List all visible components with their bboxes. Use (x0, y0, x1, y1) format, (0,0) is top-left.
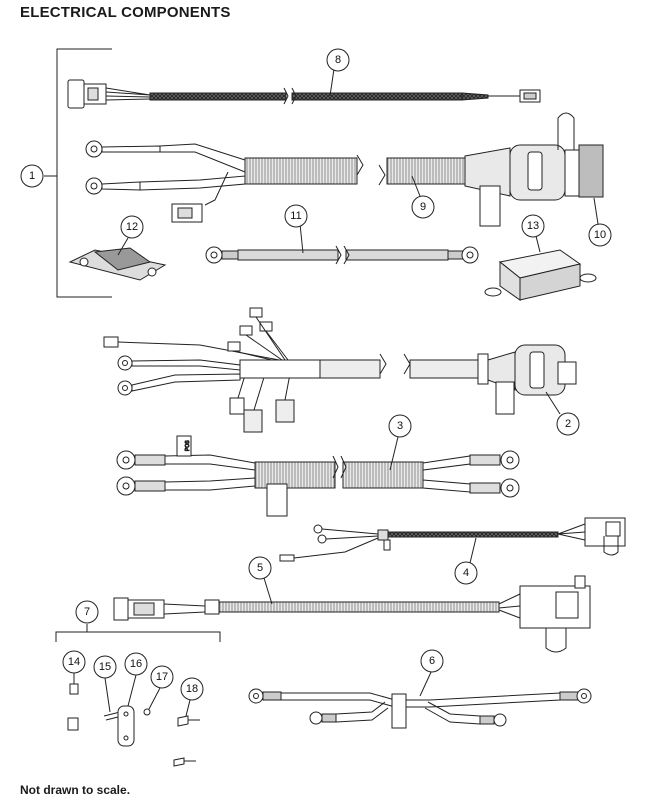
callout-9: 9 (411, 195, 435, 219)
harness-3: POS (116, 435, 520, 517)
harness-2 (103, 307, 577, 433)
footer-note: Not drawn to scale. (20, 783, 131, 797)
svg-text:7: 7 (84, 606, 90, 618)
page-title: ELECTRICAL COMPONENTS (20, 4, 231, 21)
svg-text:11: 11 (290, 210, 301, 222)
callout-11: 11 (284, 204, 308, 228)
svg-text:1: 1 (29, 170, 35, 182)
callout-leaders-small (73, 673, 191, 717)
svg-text:3: 3 (397, 420, 403, 432)
cable-11 (205, 245, 479, 265)
callout-16: 16 (124, 652, 148, 676)
relay-13 (484, 249, 597, 301)
svg-text:18: 18 (186, 683, 198, 695)
callout-13: 13 (521, 214, 545, 238)
svg-text:5: 5 (257, 562, 263, 574)
callout-5: 5 (248, 556, 272, 580)
svg-text:17: 17 (156, 671, 168, 683)
svg-text:6: 6 (429, 655, 435, 667)
svg-text:4: 4 (463, 567, 469, 579)
callout-18: 18 (180, 677, 204, 701)
cable-6 (248, 688, 592, 729)
svg-text:16: 16 (130, 658, 142, 670)
svg-text:14: 14 (68, 656, 80, 668)
harness-5 (113, 575, 591, 653)
callout-3: 3 (388, 414, 412, 438)
callout-17: 17 (150, 665, 174, 689)
callout-6: 6 (420, 649, 444, 673)
svg-text:9: 9 (420, 201, 426, 213)
svg-text:2: 2 (565, 418, 571, 430)
svg-text:13: 13 (527, 220, 539, 232)
callout-15: 15 (93, 655, 117, 679)
group-bracket-1 (44, 48, 112, 298)
callout-1: 1 (20, 164, 44, 188)
callout-12: 12 (120, 215, 144, 239)
svg-text:8: 8 (335, 54, 341, 66)
pos-tag-label: POS (185, 440, 191, 451)
svg-text:12: 12 (126, 221, 138, 233)
callout-2: 2 (556, 412, 580, 436)
callout-14: 14 (62, 650, 86, 674)
leader-lines (117, 68, 599, 697)
harness-9 (85, 112, 604, 227)
svg-text:10: 10 (594, 229, 606, 241)
callout-8: 8 (326, 48, 350, 72)
hardware-kit-7 (55, 624, 221, 767)
harness-8 (67, 79, 541, 109)
fuse-12 (68, 247, 167, 281)
harness-4 (279, 517, 626, 562)
callout-10: 10 (588, 223, 612, 247)
callout-4: 4 (454, 561, 478, 585)
callout-7: 7 (75, 600, 99, 624)
svg-text:15: 15 (99, 661, 111, 673)
